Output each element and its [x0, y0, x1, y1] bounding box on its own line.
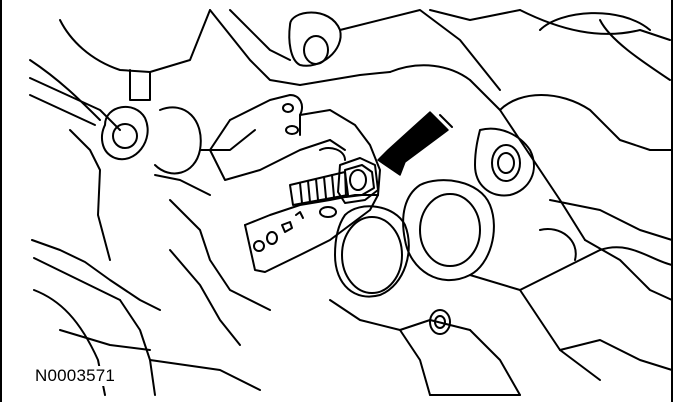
figure-id-label: N0003571 — [33, 366, 118, 386]
bracket-stud-assembly — [209, 94, 381, 273]
upper-housing — [209, 9, 671, 91]
callout-arrow-icon — [377, 111, 453, 176]
frame-lines — [0, 0, 673, 402]
engine-block-casting — [29, 9, 271, 396]
cylinder-head-ports — [329, 79, 673, 396]
